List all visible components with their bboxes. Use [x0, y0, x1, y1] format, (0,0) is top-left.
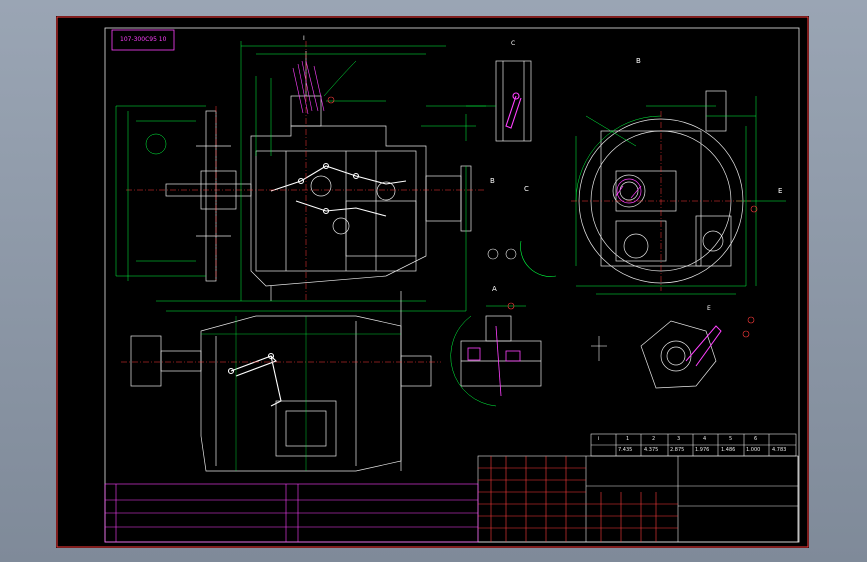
- detail-a-dims: [450, 305, 526, 407]
- detail-c-dims: [465, 105, 496, 141]
- section-label-e-detail: E: [707, 305, 711, 312]
- front-dimensions: [115, 41, 486, 312]
- drawing-sheet: 107-300C95 10 A B B C C E E I i 1 2 3 4 …: [56, 16, 809, 548]
- front-centerlines: [126, 41, 486, 301]
- spec-value-5: 1.486: [721, 447, 736, 453]
- detail-c-part: [505, 92, 522, 129]
- front-view-linkage: [270, 162, 407, 217]
- detail-a-hatch: [467, 325, 521, 397]
- spec-row-label: i: [598, 436, 600, 442]
- section-label-a: A: [492, 285, 497, 293]
- spec-header-4: 4: [703, 436, 707, 442]
- section-mark: [591, 336, 607, 361]
- code-box: [111, 29, 175, 51]
- spec-header-6: 6: [754, 436, 758, 442]
- side-view-b-dims: [575, 96, 786, 295]
- assembly-drawing: [56, 16, 809, 548]
- plan-view: [130, 291, 432, 472]
- spec-value-3: 2.875: [670, 447, 685, 453]
- drawing-code: 107-300C95 10: [120, 36, 167, 43]
- spec-header-1: 1: [626, 436, 630, 442]
- section-label-c-detail: C: [511, 40, 516, 47]
- spec-value-last: 4.783: [772, 447, 787, 453]
- balloons: [327, 96, 758, 338]
- detail-a: [460, 315, 542, 387]
- side-view-b-hatch: [615, 178, 642, 204]
- spec-header-2: 2: [652, 436, 656, 442]
- front-view: [165, 51, 472, 301]
- side-view-b-centerlines: [571, 111, 751, 291]
- section-label-top: I: [303, 35, 305, 42]
- spec-header-3: 3: [677, 436, 681, 442]
- revision-table: [104, 483, 479, 543]
- spec-value-1: 7.435: [618, 447, 633, 453]
- plan-view-linkage: [227, 352, 282, 407]
- title-block-red-grid: [478, 456, 678, 542]
- small-details: [487, 240, 557, 277]
- outer-frame: [56, 16, 809, 548]
- detail-e: [640, 320, 717, 389]
- inner-border: [104, 27, 800, 543]
- section-label-c: C: [524, 185, 529, 193]
- spec-value-2: 4.375: [644, 447, 659, 453]
- spec-header-5: 5: [729, 436, 733, 442]
- section-label-b-arrow: B: [490, 177, 495, 185]
- spec-value-6: 1.000: [746, 447, 761, 453]
- front-view-hatch: [292, 60, 325, 115]
- spec-value-4: 1.976: [695, 447, 710, 453]
- detail-e-part: [685, 325, 722, 367]
- section-label-e: E: [778, 187, 783, 195]
- plan-view-lines: [201, 316, 401, 471]
- detail-c: [495, 60, 532, 142]
- section-label-b: B: [636, 57, 641, 65]
